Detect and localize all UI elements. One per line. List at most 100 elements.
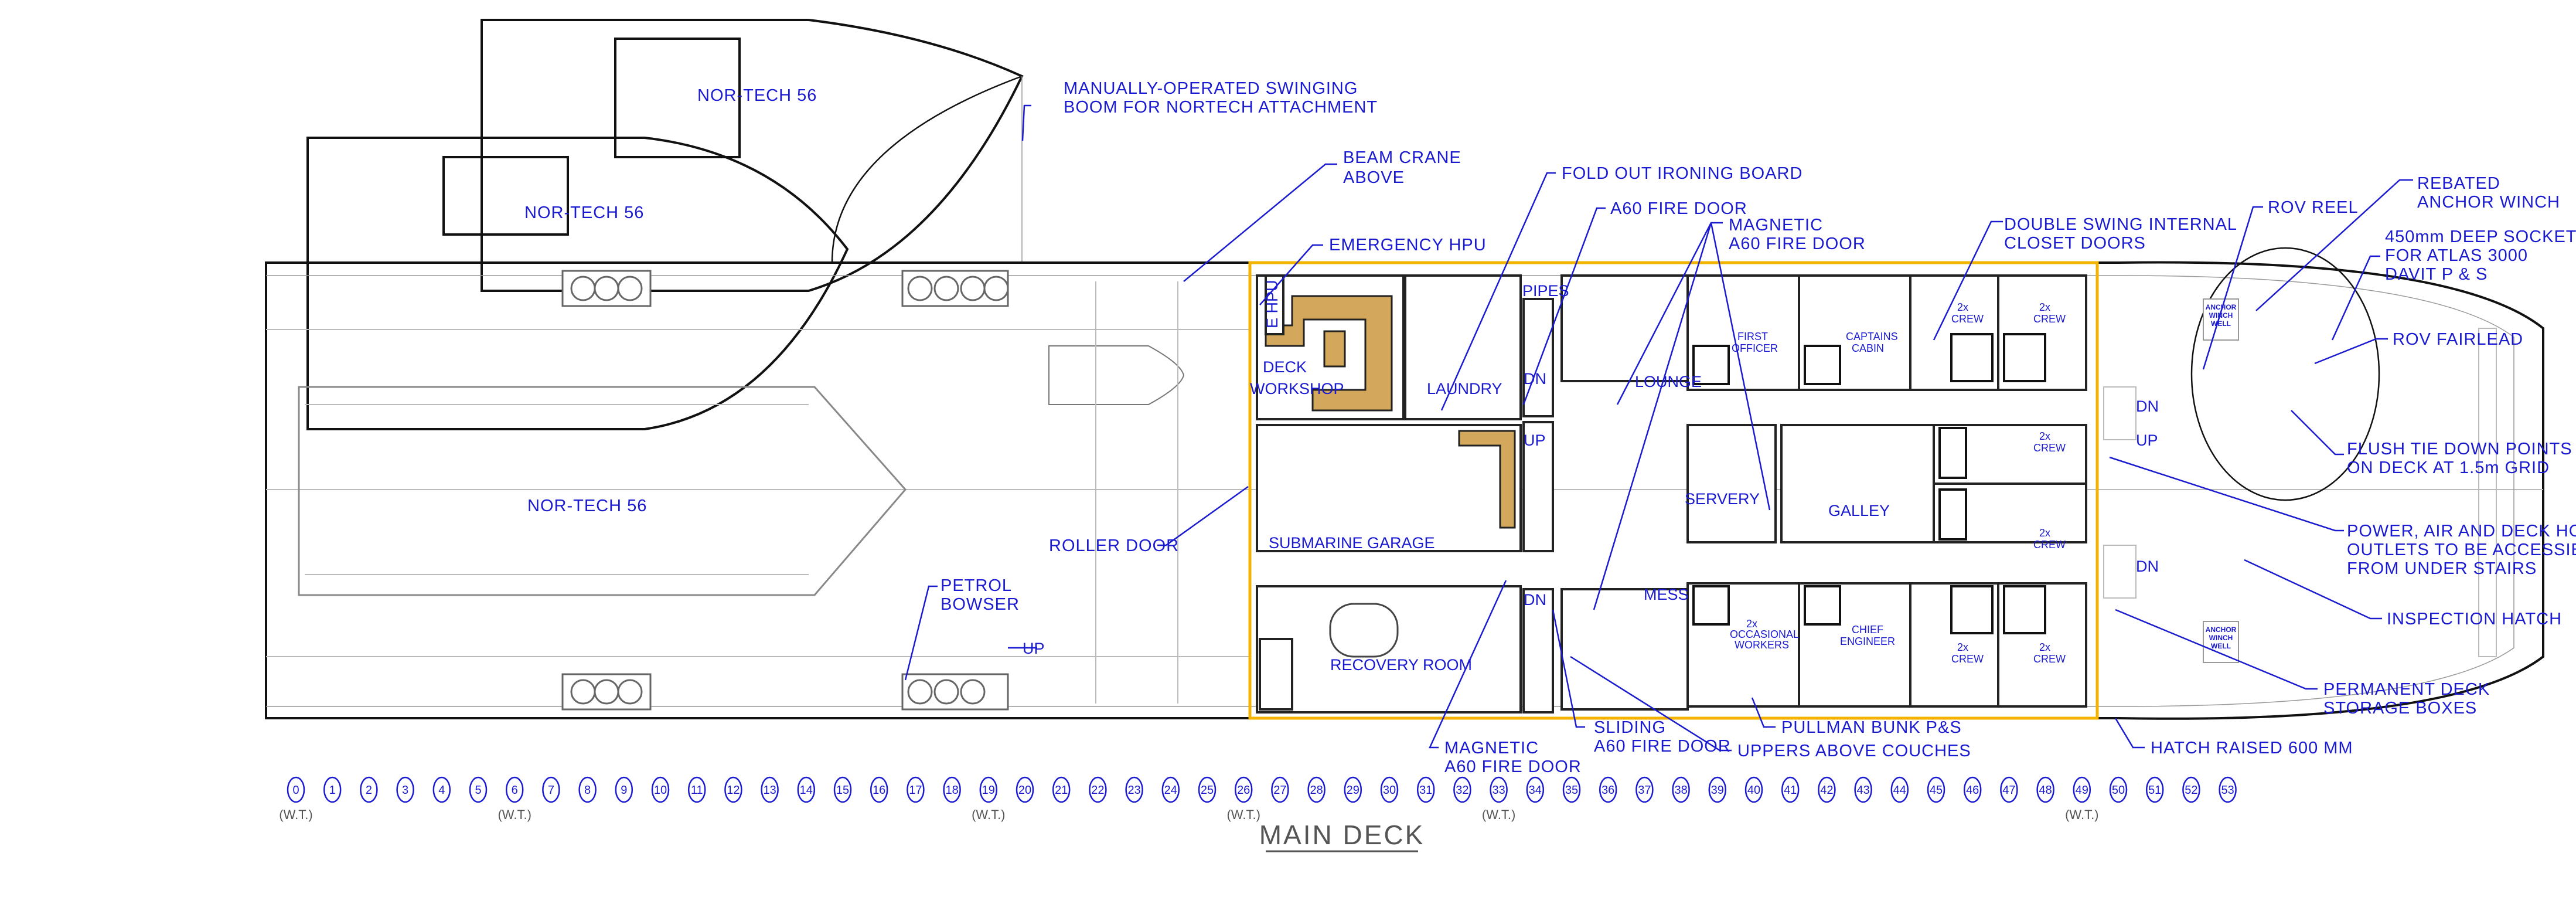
davit-swing-circle (2190, 247, 2380, 501)
watertight-label: (W.T.) (1482, 807, 1515, 822)
callout-boom: BOOM FOR NORTECH ATTACHMENT (1064, 98, 1378, 117)
svg-text:CREW: CREW (2033, 653, 2066, 665)
frame-number: 24 (1164, 784, 1177, 797)
watertight-label: (W.T.) (279, 807, 312, 822)
callout-sliding-door: A60 FIRE DOOR (1594, 737, 1731, 756)
frame-marker (2036, 776, 2054, 803)
callout-magnetic-door: MAGNETIC (1729, 216, 1823, 235)
frame-marker (505, 776, 524, 803)
leader-lines (904, 104, 2413, 752)
frame-number: 40 (1747, 784, 1760, 797)
callout-sliding-door: SLIDING (1594, 718, 1666, 737)
svg-text:CREW: CREW (1951, 653, 1984, 665)
frame-number: 12 (727, 784, 740, 797)
frame-marker (2109, 776, 2128, 803)
room-deck-workshop: DECK (1263, 358, 1307, 376)
frame-marker (2145, 776, 2164, 803)
frame-number: 8 (584, 784, 591, 797)
anchor-winch-well-port: ANCHOR WINCH WELL (2203, 298, 2239, 341)
frame-marker (360, 776, 378, 803)
frame-number: 2 (366, 784, 372, 797)
callout-magnetic-door: MAGNETIC (1444, 739, 1539, 757)
frame-number: 6 (512, 784, 518, 797)
frame-number: 25 (1201, 784, 1214, 797)
frame-marker (1380, 776, 1399, 803)
room-lounge: LOUNGE (1635, 373, 1702, 390)
frame-marker (469, 776, 488, 803)
frame-number: 43 (1856, 784, 1869, 797)
svg-text:2x: 2x (2039, 430, 2050, 442)
frame-number: 46 (1966, 784, 1979, 797)
nortech-boat-lower: NOR-TECH 56 (306, 137, 849, 430)
frame-number: 45 (1930, 784, 1943, 797)
frame-number: 28 (1310, 784, 1323, 797)
callout-inspection-hatch: INSPECTION HATCH (2387, 610, 2562, 628)
frame-marker (1307, 776, 1326, 803)
svg-text:2x: 2x (2039, 641, 2050, 653)
tender-boat (1048, 345, 1185, 405)
room-e-hpu: E HPU (1263, 280, 1281, 328)
stair-dn: DN (2136, 558, 2159, 575)
frame-marker (396, 776, 414, 803)
callout-storage-boxes: STORAGE BOXES (2323, 699, 2477, 718)
cabin-chief-engineer: CHIEF (1852, 624, 1883, 636)
frame-number: 52 (2185, 784, 2197, 797)
frame-number: 26 (1237, 784, 1250, 797)
frame-marker (1490, 776, 1508, 803)
room-servery: SERVERY (1685, 490, 1760, 508)
frame-number: 17 (909, 784, 922, 797)
callout-rov-fairlead: ROV FAIRLEAD (2393, 330, 2523, 349)
frame-marker (2000, 776, 2018, 803)
watertight-label: (W.T.) (2065, 807, 2098, 822)
frame-number: 47 (2002, 784, 2015, 797)
frame-number: 30 (1383, 784, 1396, 797)
svg-text:WINCH: WINCH (2209, 634, 2233, 642)
frame-number: 42 (1820, 784, 1833, 797)
frame-number: 11 (691, 784, 703, 797)
frame-number: 31 (1419, 784, 1432, 797)
stair-dn: DN (2136, 397, 2159, 415)
frame-marker (1453, 776, 1471, 803)
frame-number: 33 (1492, 784, 1505, 797)
boat-label: NOR-TECH 56 (527, 497, 647, 515)
anchor-winch-well-stbd: ANCHOR WINCH WELL (2203, 621, 2239, 663)
boat-label: NOR-TECH 56 (697, 86, 817, 105)
frame-number: 4 (438, 784, 445, 797)
frame-marker (1708, 776, 1727, 803)
frame-number: 41 (1784, 784, 1797, 797)
callout-closet-doors: DOUBLE SWING INTERNAL (2004, 215, 2237, 234)
frame-number: 50 (2112, 784, 2125, 797)
callout-tie-down: ON DECK AT 1.5m GRID (2347, 458, 2550, 477)
callout-petrol-bowser: BOWSER (941, 595, 1020, 614)
cabin-first-officer: OFFICER (1732, 342, 1778, 354)
callout-magnetic-door: A60 FIRE DOOR (1729, 235, 1866, 253)
frame-marker (907, 776, 925, 803)
frame-marker (687, 776, 706, 803)
svg-text:ANCHOR: ANCHOR (2206, 303, 2237, 311)
cabin-occasional: OCCASIONAL (1730, 628, 1799, 640)
callout-pullman-bunk: PULLMAN BUNK P&S (1781, 718, 1962, 737)
frame-marker (651, 776, 670, 803)
callout-hatch-raised: HATCH RAISED 600 MM (2151, 739, 2353, 757)
frame-marker (542, 776, 560, 803)
frame-marker (1234, 776, 1253, 803)
watertight-label: (W.T.) (1226, 807, 1260, 822)
deck-reels (561, 270, 1009, 711)
svg-text:CREW: CREW (2033, 313, 2066, 325)
nortech-on-deck: NOR-TECH 56 (298, 386, 907, 596)
frame-marker (432, 776, 451, 803)
svg-text:ANCHOR: ANCHOR (2206, 626, 2237, 634)
frame-marker (1744, 776, 1763, 803)
frame-marker (1161, 776, 1180, 803)
svg-text:CREW: CREW (2033, 442, 2066, 454)
frame-marker (1562, 776, 1581, 803)
callout-power-outlets: POWER, AIR AND DECK HOSE (2347, 522, 2576, 541)
frame-number: 29 (1347, 784, 1359, 797)
boat-label: NOR-TECH 56 (524, 203, 644, 222)
frame-marker (1781, 776, 1800, 803)
frame-number: 10 (654, 784, 667, 797)
callout-roller-door: ROLLER DOOR (1049, 536, 1179, 555)
